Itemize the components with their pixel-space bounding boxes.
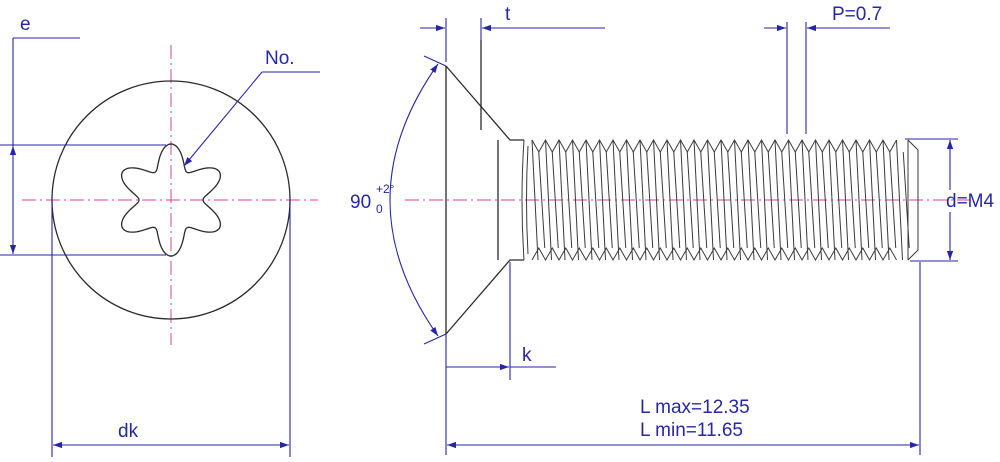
length-dimension: L max=12.35 L min=11.65 xyxy=(447,262,921,455)
angle-lower-tolerance: 0 xyxy=(376,202,383,216)
e-dimension: e xyxy=(0,14,166,256)
angle-upper-tolerance: +2° xyxy=(376,182,395,196)
threaded-shank xyxy=(521,138,919,262)
diameter-dimension: d=M4 xyxy=(905,138,994,262)
top-view: e No. dk xyxy=(0,14,320,457)
torx-recess-outline xyxy=(120,143,222,257)
e-dimension-label: e xyxy=(20,14,31,35)
countersunk-head-outline xyxy=(445,65,524,335)
t-dimension-label: t xyxy=(505,4,511,25)
pitch-dimension: P=0.7 xyxy=(764,4,890,134)
torx-number-label: No. xyxy=(265,48,295,69)
t-dimension: t xyxy=(420,4,605,62)
dk-dimension: dk xyxy=(51,200,291,457)
side-view: t P=0.7 90 +2° 0 d=M4 xyxy=(350,4,994,455)
length-max-label: L max=12.35 xyxy=(640,397,750,418)
length-min-label: L min=11.65 xyxy=(640,420,743,441)
angle-value-label: 90 xyxy=(350,192,371,213)
k-dimension: k xyxy=(445,262,556,455)
head-angle-dimension: 90 +2° 0 xyxy=(350,55,447,345)
k-dimension-label: k xyxy=(522,345,532,366)
pitch-dimension-label: P=0.7 xyxy=(832,4,882,25)
diameter-label: d=M4 xyxy=(946,191,994,212)
torx-number-leader: No. xyxy=(183,48,320,167)
dk-dimension-label: dk xyxy=(118,421,139,442)
